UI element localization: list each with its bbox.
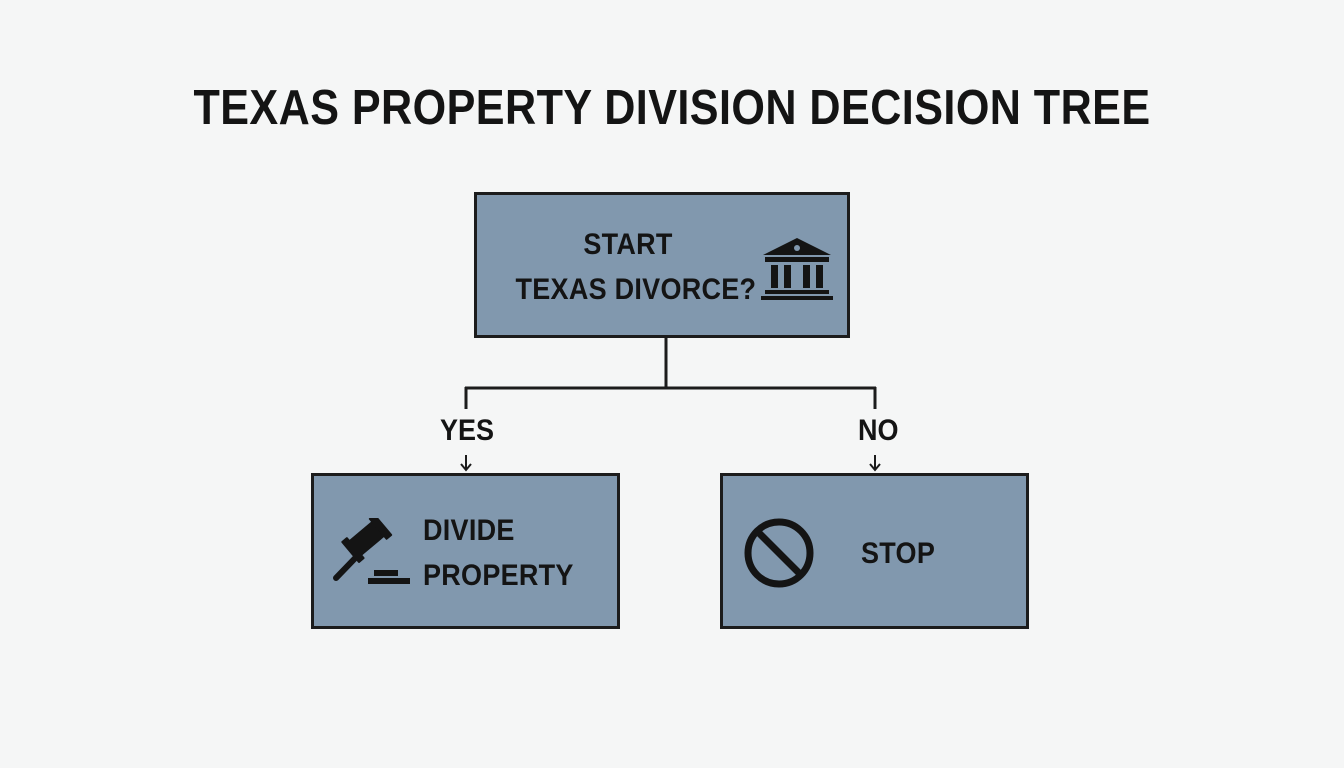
start-node: START TEXAS DIVORCE? <box>474 192 850 338</box>
divide-property-node: DIVIDE PROPERTY <box>311 473 620 629</box>
stop-text: STOP <box>861 537 936 570</box>
yes-branch-label: YES <box>440 414 495 447</box>
arrowhead-yes <box>460 463 472 472</box>
no-branch-label: NO <box>858 414 899 447</box>
courthouse-icon <box>761 238 833 300</box>
divide-property-text: DIVIDE PROPERTY <box>423 508 574 598</box>
arrowhead-no <box>869 463 881 472</box>
divide-property-line1: DIVIDE <box>423 514 515 547</box>
stop-node: STOP <box>720 473 1029 629</box>
start-node-text: START TEXAS DIVORCE? <box>515 222 757 312</box>
start-node-line1: START <box>583 228 673 261</box>
divide-property-line2: PROPERTY <box>423 559 574 592</box>
prohibition-icon <box>744 518 814 588</box>
diagram-title: TEXAS PROPERTY DIVISION DECISION TREE <box>193 81 1151 135</box>
start-node-line2: TEXAS DIVORCE? <box>515 273 757 306</box>
gavel-icon <box>333 518 410 584</box>
